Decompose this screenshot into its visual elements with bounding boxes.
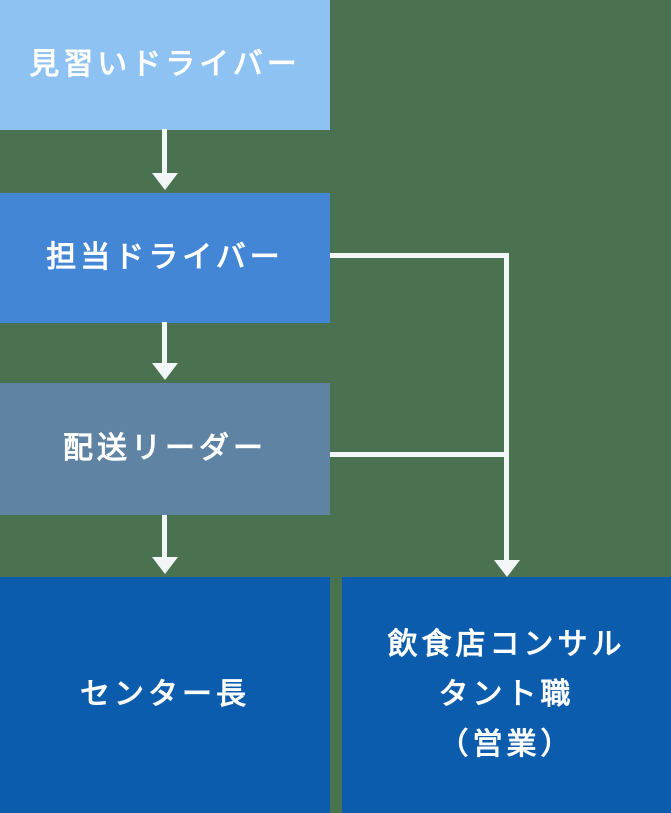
branch-arrow-down-icon xyxy=(494,560,520,577)
arrow-down-3-icon xyxy=(152,557,178,574)
arrow-down-3-shaft xyxy=(162,515,167,557)
box-assigned-driver: 担当ドライバー xyxy=(0,193,330,323)
branch-line-from-assigned-driver xyxy=(330,253,509,258)
box-center-manager-label: センター長 xyxy=(80,678,250,711)
arrow-down-1-shaft xyxy=(162,129,167,173)
box-center-manager: センター長 xyxy=(0,577,330,813)
box-delivery-leader-label: 配送リーダー xyxy=(63,432,267,465)
box-delivery-leader: 配送リーダー xyxy=(0,383,330,515)
box-restaurant-consultant-label: 飲食店コンサル タント職 （営業） xyxy=(388,620,626,770)
box-restaurant-consultant: 飲食店コンサル タント職 （営業） xyxy=(342,577,671,813)
box-apprentice-driver: 見習いドライバー xyxy=(0,0,330,130)
consultant-label-line-3: （営業） xyxy=(438,728,575,761)
box-apprentice-driver-label: 見習いドライバー xyxy=(29,48,301,81)
branch-line-from-delivery-leader xyxy=(330,452,509,457)
consultant-label-line-1: 飲食店コンサル xyxy=(387,628,626,661)
arrow-down-2-icon xyxy=(152,363,178,380)
box-assigned-driver-label: 担当ドライバー xyxy=(46,241,284,274)
arrow-down-2-shaft xyxy=(162,322,167,363)
arrow-down-1-icon xyxy=(152,173,178,190)
consultant-label-line-2: タント職 xyxy=(438,678,575,711)
branch-vertical-line xyxy=(504,253,509,560)
